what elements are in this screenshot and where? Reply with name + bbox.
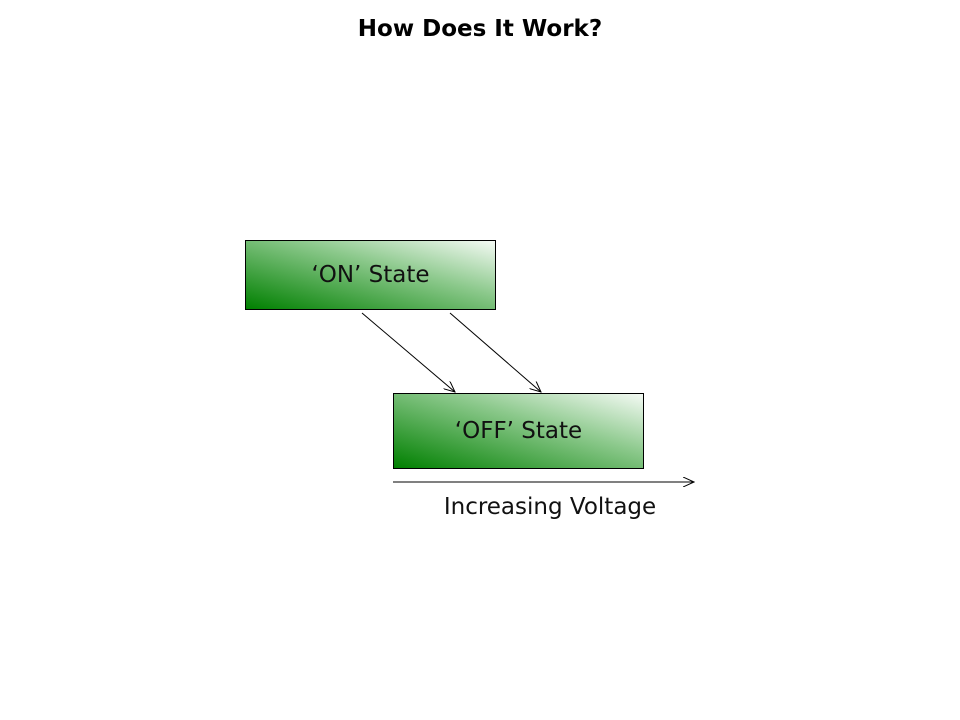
on-state-box: ‘ON’ State <box>245 240 496 310</box>
on-state-label: ‘ON’ State <box>311 262 430 288</box>
off-state-box: ‘OFF’ State <box>393 393 644 469</box>
off-state-label: ‘OFF’ State <box>454 418 583 444</box>
voltage-axis-label: Increasing Voltage <box>443 494 657 520</box>
slide-title: How Does It Work? <box>357 16 603 42</box>
transition-arrow-1 <box>361 312 455 392</box>
transition-arrow-2 <box>449 312 541 392</box>
